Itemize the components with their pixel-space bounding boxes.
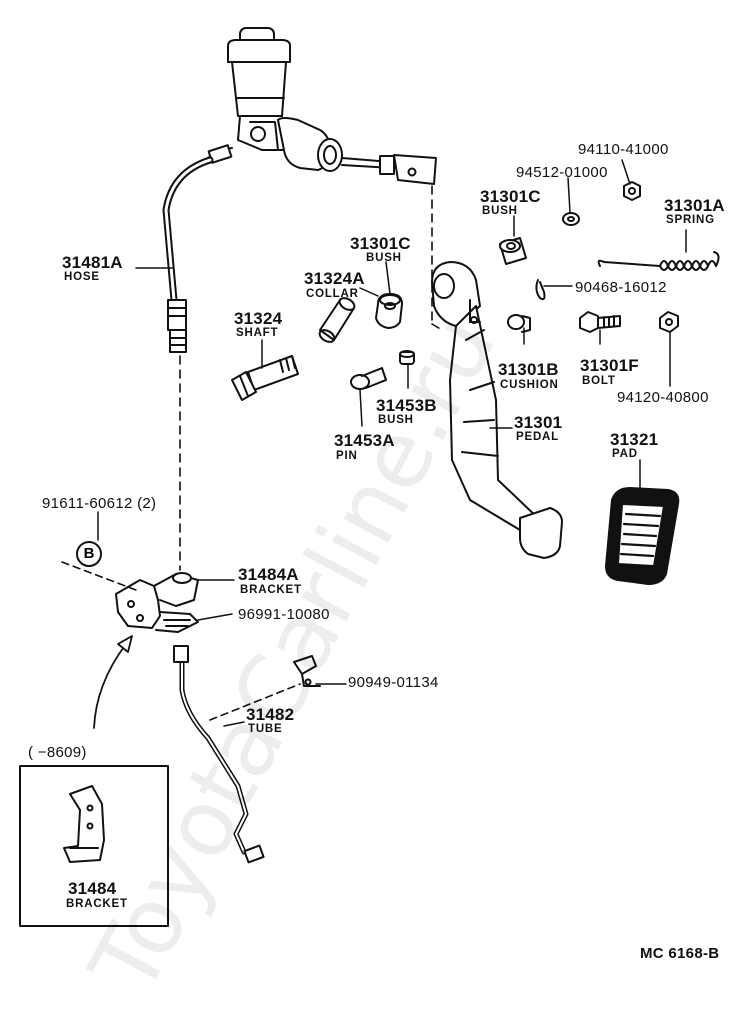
label-shaft-number: 31324	[234, 309, 283, 328]
label-bush-c-name: BUSH	[366, 252, 402, 264]
bush-left	[375, 293, 403, 329]
leader-line	[209, 683, 301, 721]
nut-hole	[628, 187, 636, 195]
label-bracket-a-name: BRACKET	[240, 584, 302, 596]
pedal	[431, 261, 563, 559]
bracket-old	[63, 785, 105, 863]
label-cushion-name: CUSHION	[500, 379, 559, 391]
reference-b-circle: B	[76, 541, 102, 567]
label-spring-number: 31301A	[664, 196, 725, 215]
label-hose-number: 31481A	[62, 253, 123, 272]
label-inset-range: ( −8609)	[28, 744, 87, 761]
diagram-code: MC 6168-B	[640, 945, 720, 962]
label-bush-b-name: BUSH	[378, 414, 414, 426]
label-bracket-a-number: 31484A	[238, 565, 299, 584]
label-bolt-name: BOLT	[582, 375, 616, 387]
label-nut-94110: 94110-41000	[578, 141, 669, 158]
label-pin-number: 31453A	[334, 431, 395, 450]
nut-hole	[665, 318, 673, 326]
label-bush-c-number: 31301C	[350, 234, 411, 253]
label-bolt-91611: 91611-60612 (2)	[42, 495, 157, 512]
connection-line	[431, 323, 443, 331]
pad	[605, 487, 680, 585]
cushion	[507, 314, 531, 333]
bush-right	[499, 237, 527, 265]
label-spring-name: SPRING	[666, 214, 715, 226]
spring	[597, 251, 720, 271]
leader-line	[61, 561, 137, 591]
label-washer-94512: 94512-01000	[516, 164, 608, 181]
label-pad-number: 31321	[610, 430, 659, 449]
label-bolt-number: 31301F	[580, 356, 639, 375]
label-collar-number: 31324A	[304, 269, 365, 288]
collar	[318, 297, 356, 343]
label-pad-name: PAD	[612, 448, 638, 460]
label-nut-94120: 94120-40800	[617, 389, 709, 406]
nut	[659, 311, 679, 333]
label-hose-name: HOSE	[64, 271, 100, 283]
shaft	[231, 355, 299, 401]
label-cushion-number: 31301B	[498, 360, 559, 379]
inset-box	[19, 765, 169, 927]
label-pedal-name: PEDAL	[516, 431, 559, 443]
label-tube-number: 31482	[246, 705, 295, 724]
label-collar-name: COLLAR	[306, 288, 359, 300]
label-bracket-old-number: 31484	[68, 879, 117, 898]
pin	[350, 367, 387, 390]
bolt	[579, 311, 621, 333]
label-pedal-number: 31301	[514, 413, 563, 432]
label-bush-c2-number: 31301C	[480, 187, 541, 206]
tube	[173, 645, 265, 864]
label-clip-96991: 96991-10080	[238, 606, 330, 623]
bush-small	[399, 350, 415, 365]
hose	[162, 156, 214, 353]
label-bracket-old-name: BRACKET	[66, 898, 128, 910]
arrow-head	[117, 635, 133, 653]
washer	[562, 212, 580, 226]
label-bush-c2-name: BUSH	[482, 205, 518, 217]
bracket-main	[115, 572, 199, 633]
label-clamp-90949: 90949-01134	[348, 674, 439, 691]
label-bush-b-number: 31453B	[376, 396, 437, 415]
washer-hole	[567, 216, 575, 222]
clip	[535, 279, 546, 301]
label-shaft-name: SHAFT	[236, 327, 279, 339]
clamp	[293, 655, 321, 687]
label-clip-90468: 90468-16012	[575, 279, 667, 296]
nut	[623, 181, 641, 201]
label-tube-name: TUBE	[248, 723, 283, 735]
leader-lines	[97, 159, 687, 727]
master-cylinder	[204, 27, 437, 185]
curved-arrow	[93, 643, 127, 729]
label-pin-name: PIN	[336, 450, 358, 462]
